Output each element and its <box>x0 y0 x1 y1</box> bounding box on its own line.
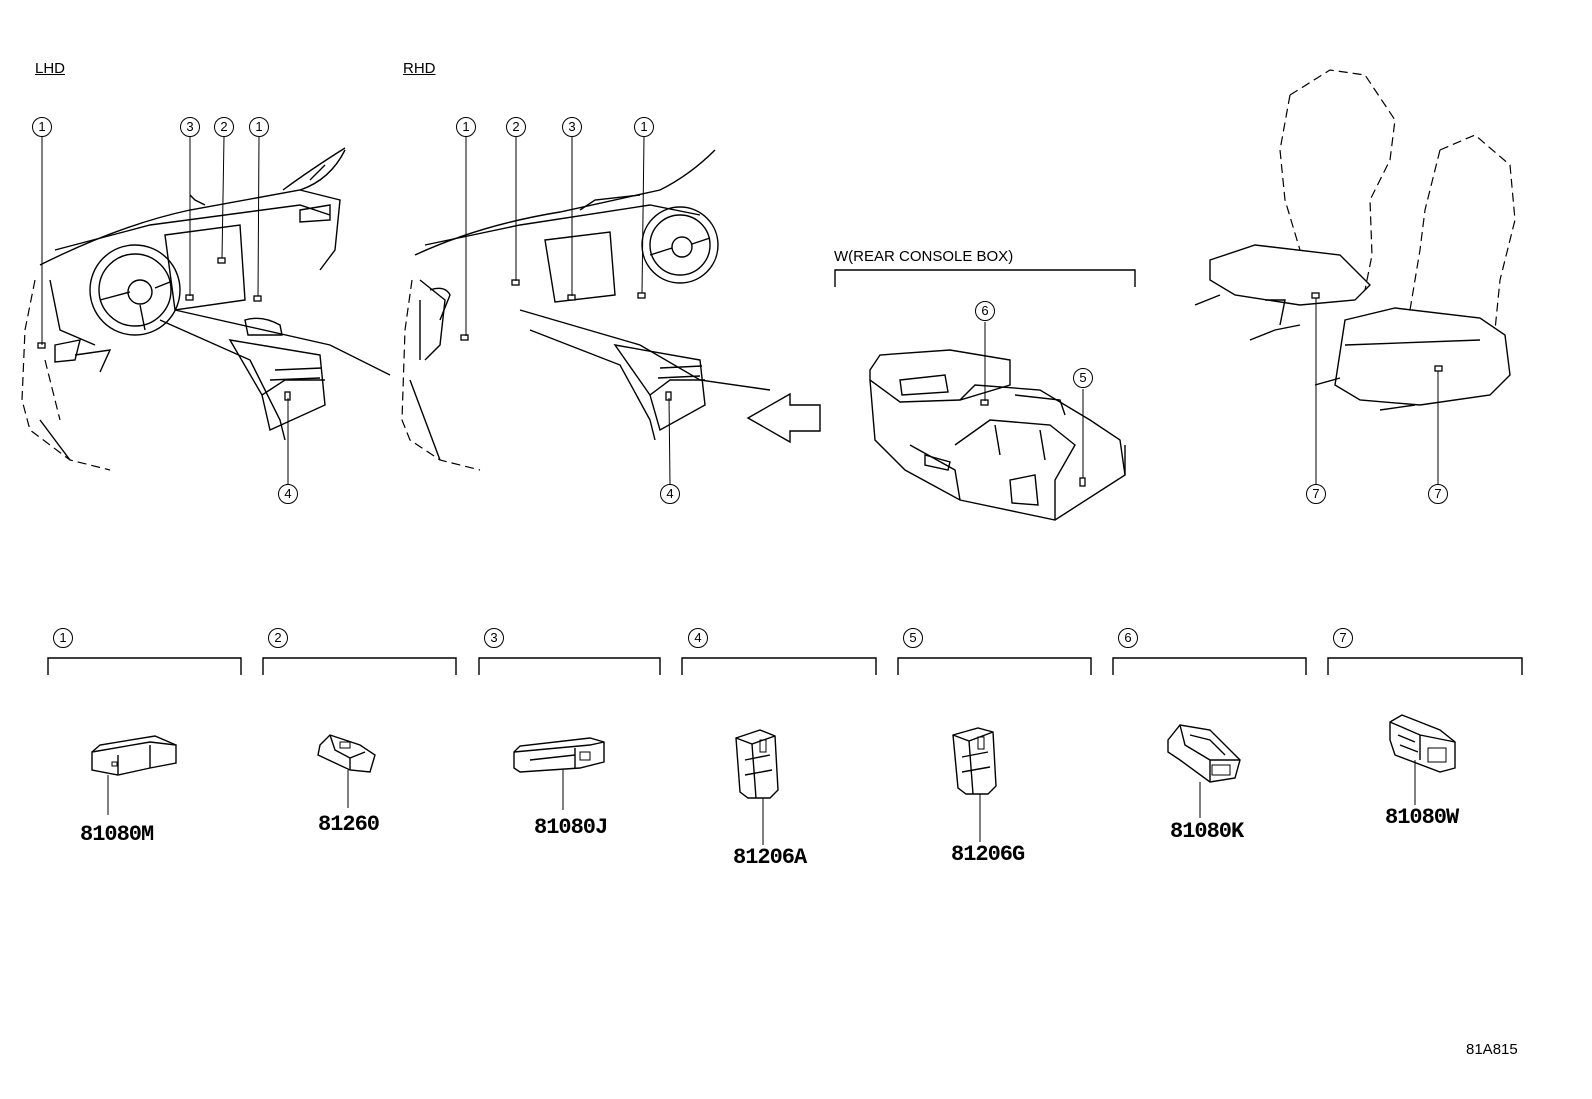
part-brackets <box>47 657 1523 675</box>
part-callout-7: 7 <box>1333 628 1353 648</box>
part-number-5[interactable]: 81206G <box>951 842 1025 867</box>
connector-icon-81080K <box>1167 724 1241 818</box>
part-callout-4: 4 <box>688 628 708 648</box>
callout-rear-5: 5 <box>1073 368 1093 388</box>
rhd-dashboard-illustration <box>401 136 771 485</box>
part-callout-3: 3 <box>484 628 504 648</box>
connector-icon-81260 <box>317 734 376 808</box>
connector-icon-81206G <box>952 727 997 842</box>
part-number-4[interactable]: 81206A <box>733 845 807 870</box>
part-callout-6: 6 <box>1118 628 1138 648</box>
callout-lhd-2: 2 <box>214 117 234 137</box>
part-number-3[interactable]: 81080J <box>534 815 608 840</box>
part-number-1[interactable]: 81080M <box>80 822 154 847</box>
connector-icon-81206A <box>735 729 779 845</box>
part-number-6[interactable]: 81080K <box>1170 819 1244 844</box>
callout-rhd-1: 1 <box>456 117 476 137</box>
connector-icon-81080M <box>91 735 177 815</box>
lhd-label: LHD <box>35 60 66 77</box>
callout-lhd-3: 3 <box>180 117 200 137</box>
part-callout-1: 1 <box>53 628 73 648</box>
callout-rear-6: 6 <box>975 301 995 321</box>
callout-rhd-2: 2 <box>506 117 526 137</box>
part-callout-5: 5 <box>903 628 923 648</box>
part-number-2[interactable]: 81260 <box>318 812 380 837</box>
callout-lhd-4: 4 <box>278 484 298 504</box>
rhd-label: RHD <box>403 60 436 77</box>
callout-lhd-1b: 1 <box>249 117 269 137</box>
seats-illustration <box>1194 69 1516 484</box>
callout-seat-7b: 7 <box>1428 484 1448 504</box>
diagram-code: 81A815 <box>1466 1041 1518 1058</box>
part-number-7[interactable]: 81080W <box>1385 805 1459 830</box>
connector-icon-81080J <box>513 737 605 810</box>
callout-rhd-4: 4 <box>660 484 680 504</box>
view-arrow <box>746 392 821 444</box>
callout-lhd-1: 1 <box>32 117 52 137</box>
callout-rhd-1b: 1 <box>634 117 654 137</box>
connector-icon-81080W <box>1389 714 1456 805</box>
rear-console-label: W(REAR CONSOLE BOX) <box>834 248 1014 265</box>
callout-rhd-3: 3 <box>562 117 582 137</box>
part-callout-2: 2 <box>268 628 288 648</box>
callout-seat-7a: 7 <box>1306 484 1326 504</box>
rear-console-illustration <box>834 269 1136 521</box>
lhd-dashboard-illustration <box>21 136 391 484</box>
